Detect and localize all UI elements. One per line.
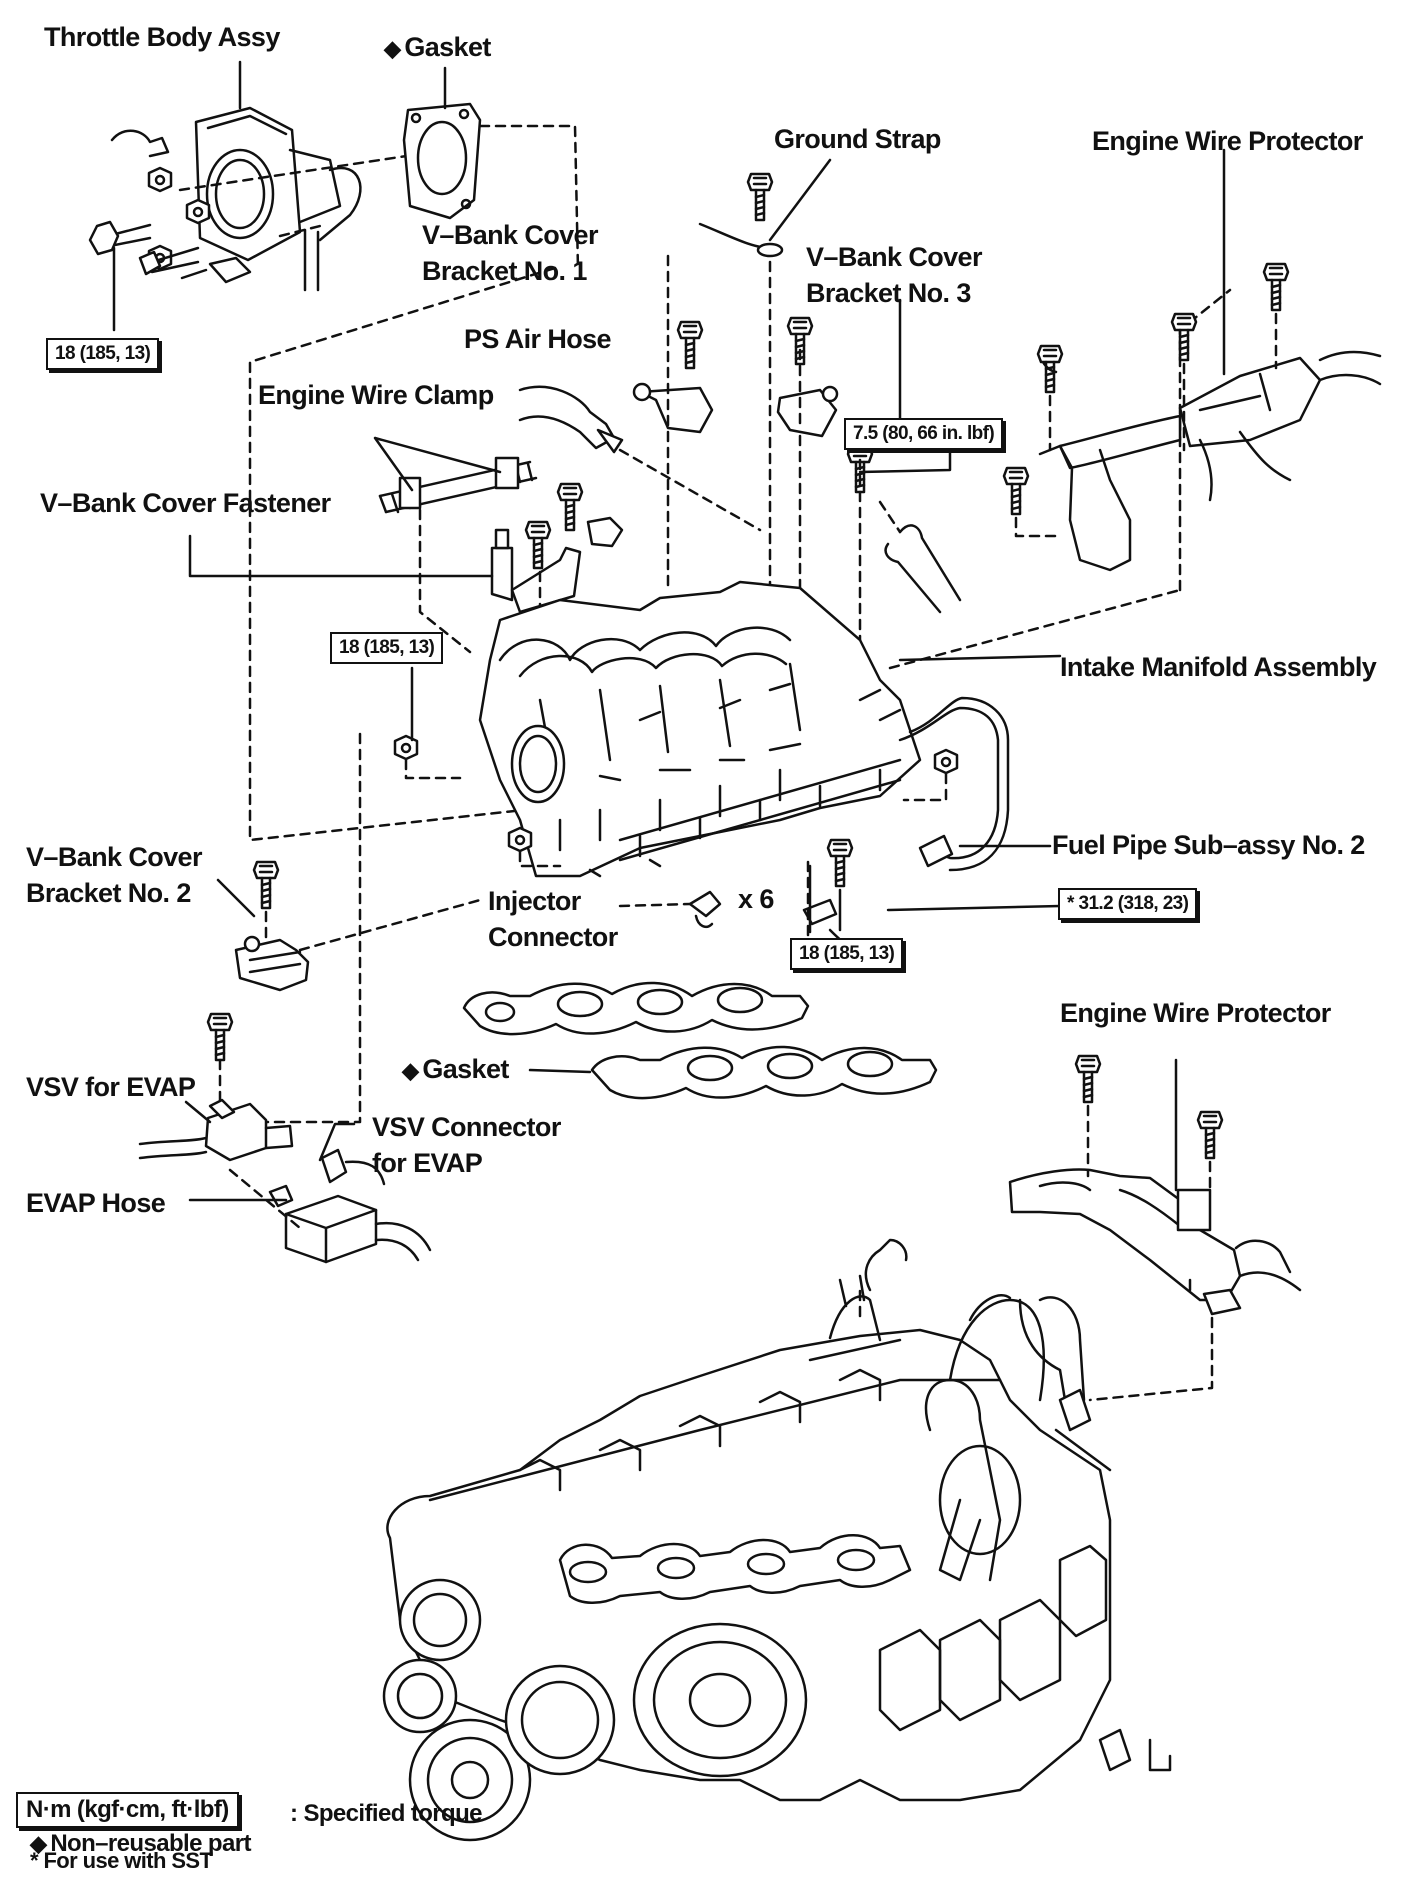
throttle-body-label: Throttle Body Assy (44, 22, 280, 52)
vsv-evap-drawing (138, 1098, 386, 1186)
intake-manifold-drawing (478, 580, 922, 878)
fuel-pipe-label: Fuel Pipe Sub–assy No. 2 (1052, 830, 1365, 860)
diamond-icon: ◆ (384, 36, 401, 61)
diamond-icon: ◆ (30, 1831, 47, 1856)
vbank-cover-fastener-label: V–Bank Cover Fastener (40, 488, 331, 518)
manifold-gaskets-drawing (462, 981, 938, 1100)
sst-legend: * For use with SST (30, 1848, 213, 1873)
vbank-bracket3-label-line1: V–Bank Cover (806, 242, 982, 272)
vsv-connector-label-line1: VSV Connector (372, 1112, 561, 1142)
torque-bracket3: 7.5 (80, 66 in. lbf) (844, 418, 1004, 450)
intake-manifold-label: Intake Manifold Assembly (1060, 652, 1377, 682)
torque-fuel-pipe: * 31.2 (318, 23) (1058, 888, 1198, 920)
vbank-bracket2-label-line1: V–Bank Cover (26, 842, 202, 872)
gasket-bottom-text: Gasket (422, 1054, 509, 1084)
vbank-bracket1-label-line1: V–Bank Cover (422, 220, 598, 250)
ps-air-hose-label: PS Air Hose (464, 324, 612, 354)
engine-block-drawing (382, 1238, 1172, 1842)
engine-wire-protector-top-drawing (1038, 348, 1382, 572)
gasket-top-text: Gasket (404, 32, 491, 62)
ground-strap-label: Ground Strap (774, 124, 941, 154)
torque-manifold-bottom: 18 (185, 13) (790, 938, 904, 970)
injector-connector-label-line2: Connector (488, 922, 618, 952)
diamond-icon: ◆ (402, 1058, 419, 1083)
torque-unit-legend-box: N·m (kgf·cm, ft·lbf) (16, 1792, 239, 1828)
vbank-bracket1-label-line2: Bracket No. 1 (422, 256, 587, 286)
engine-wire-protector-bottom-label: Engine Wire Protector (1060, 998, 1331, 1028)
engine-wire-clamp-label: Engine Wire Clamp (258, 380, 494, 410)
engine-wire-protector-top-label: Engine Wire Protector (1092, 126, 1363, 156)
evap-hose-label: EVAP Hose (26, 1188, 166, 1218)
torque-unit-legend-text: : Specified torque (290, 1800, 482, 1827)
torque-manifold-left: 18 (185, 13) (330, 632, 444, 664)
throttle-gasket-drawing (402, 102, 482, 220)
vsv-evap-label: VSV for EVAP (26, 1072, 196, 1102)
vbank-bracket3-label-line2: Bracket No. 3 (806, 278, 971, 308)
gasket-top-label: ◆Gasket (384, 30, 491, 66)
vsv-connector-label-line2: for EVAP (372, 1148, 483, 1178)
vbank-bracket2-label-line2: Bracket No. 2 (26, 878, 191, 908)
throttle-body-drawing (88, 106, 362, 292)
nonreusable-text: Non–reusable part (50, 1830, 251, 1857)
engine-wire-protector-bottom-drawing (1008, 1168, 1302, 1316)
gasket-bottom-label: ◆Gasket (402, 1052, 509, 1088)
engine-wire-clamp-drawing (378, 456, 538, 514)
nonreusable-legend: ◆Non–reusable part (30, 1830, 251, 1858)
evap-hose-drawing (268, 1184, 432, 1264)
injector-count-label: x 6 (738, 884, 774, 914)
torque-throttle: 18 (185, 13) (46, 338, 160, 370)
injector-connector-label-line1: Injector (488, 886, 581, 916)
